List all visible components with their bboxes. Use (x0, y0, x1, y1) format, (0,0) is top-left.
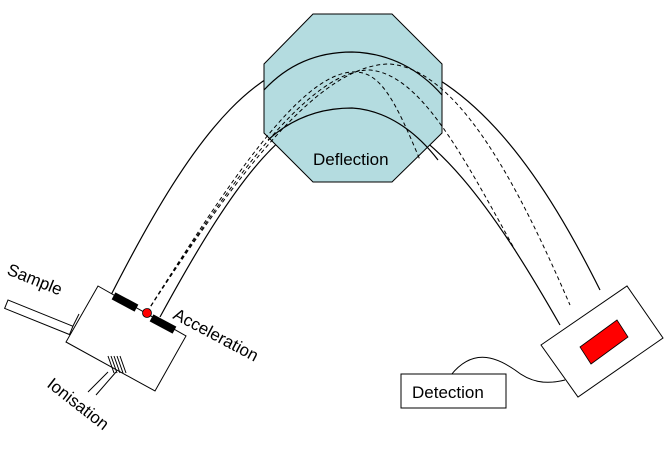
detector-element (579, 319, 629, 365)
filament-coil (107, 355, 127, 374)
label-detection: Detection (412, 383, 484, 402)
deflection-chamber (263, 13, 443, 183)
detection-cable (450, 356, 566, 383)
filament-lead-left (87, 371, 109, 393)
acceleration-plate-left (111, 292, 139, 312)
filament-lead-right (95, 371, 117, 396)
acceleration-plate-right (149, 314, 177, 334)
sample-inlet-tube (3, 299, 74, 336)
ion-path-medium (146, 69, 516, 313)
sample-inlet-end (72, 313, 80, 327)
tube-wall-through-chamber-top (263, 51, 443, 96)
detection-label-box (400, 373, 507, 409)
ion-dot (142, 308, 152, 318)
tube-wall-through-chamber-bottom (267, 107, 439, 161)
label-deflection: Deflection (313, 150, 389, 169)
ion-path-light (146, 71, 421, 313)
label-sample: Sample (5, 260, 66, 299)
label-ionisation: Ionisation (44, 374, 113, 434)
ion-path-heavy (146, 63, 571, 313)
